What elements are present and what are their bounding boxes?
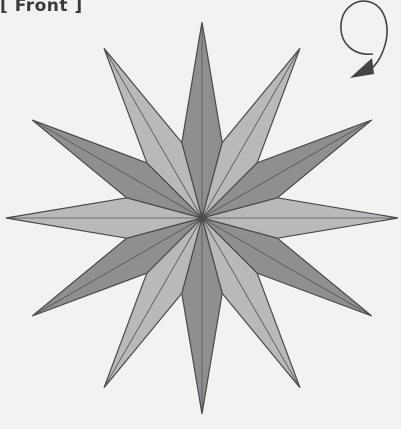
clockwise-rotation-arrow-icon	[341, 1, 387, 78]
rotation-arrowhead	[350, 58, 374, 78]
rotation-arrow-curve	[341, 1, 387, 70]
star-points	[6, 22, 398, 414]
